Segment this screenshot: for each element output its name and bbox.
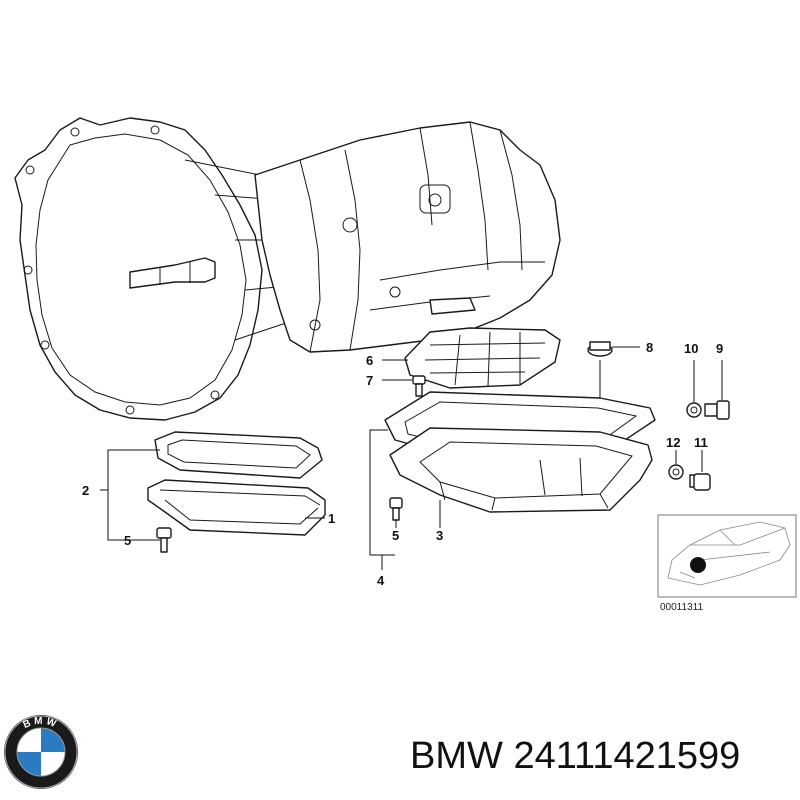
callout-10: 10 <box>684 341 698 356</box>
drain-washer-lower <box>668 464 684 480</box>
input-shaft <box>129 257 216 289</box>
logo-quadrant-blue-1 <box>41 728 65 752</box>
bmw-logo: BMW <box>4 715 78 789</box>
left-pan-assembly <box>100 431 326 553</box>
leader-2 <box>107 449 160 541</box>
callout-11: 11 <box>694 435 708 450</box>
location-dot <box>690 557 706 573</box>
callout-3: 3 <box>436 528 443 543</box>
callout-5-left: 5 <box>124 533 131 548</box>
callout-1: 1 <box>328 511 335 526</box>
callout-8: 8 <box>646 340 653 355</box>
main-case <box>254 121 561 353</box>
left-gasket <box>154 431 323 479</box>
right-pan-bolt <box>389 497 403 521</box>
callout-9: 9 <box>716 341 723 356</box>
bell-housing-flange <box>14 117 263 421</box>
drain-bolt-lower <box>689 473 711 491</box>
inset-code: 00011311 <box>660 602 703 613</box>
logo-text: BMW <box>22 716 61 731</box>
plug <box>587 341 613 357</box>
callout-7: 7 <box>366 373 373 388</box>
drain-bolt-upper <box>704 400 730 420</box>
callout-2: 2 <box>82 483 89 498</box>
callout-6: 6 <box>366 353 373 368</box>
callout-4: 4 <box>377 573 385 588</box>
left-oil-pan <box>147 479 326 536</box>
inset-frame <box>657 514 797 598</box>
logo-quadrant-blue-2 <box>17 752 41 776</box>
transmission-housing <box>14 117 561 421</box>
callout-12: 12 <box>666 435 680 450</box>
right-oil-pan <box>389 427 653 513</box>
output-flange <box>429 297 476 315</box>
vehicle-location-inset: 00011311 <box>657 514 797 613</box>
brand-name: BMW <box>410 735 503 777</box>
right-pan-assembly <box>369 327 730 570</box>
part-title: BMW 24111421599 <box>410 735 740 778</box>
filter-bolt <box>412 375 426 397</box>
left-drain-bolt <box>156 527 172 553</box>
callout-5-right: 5 <box>392 528 399 543</box>
drain-washer-upper <box>686 402 702 418</box>
part-number: 24111421599 <box>513 735 741 777</box>
